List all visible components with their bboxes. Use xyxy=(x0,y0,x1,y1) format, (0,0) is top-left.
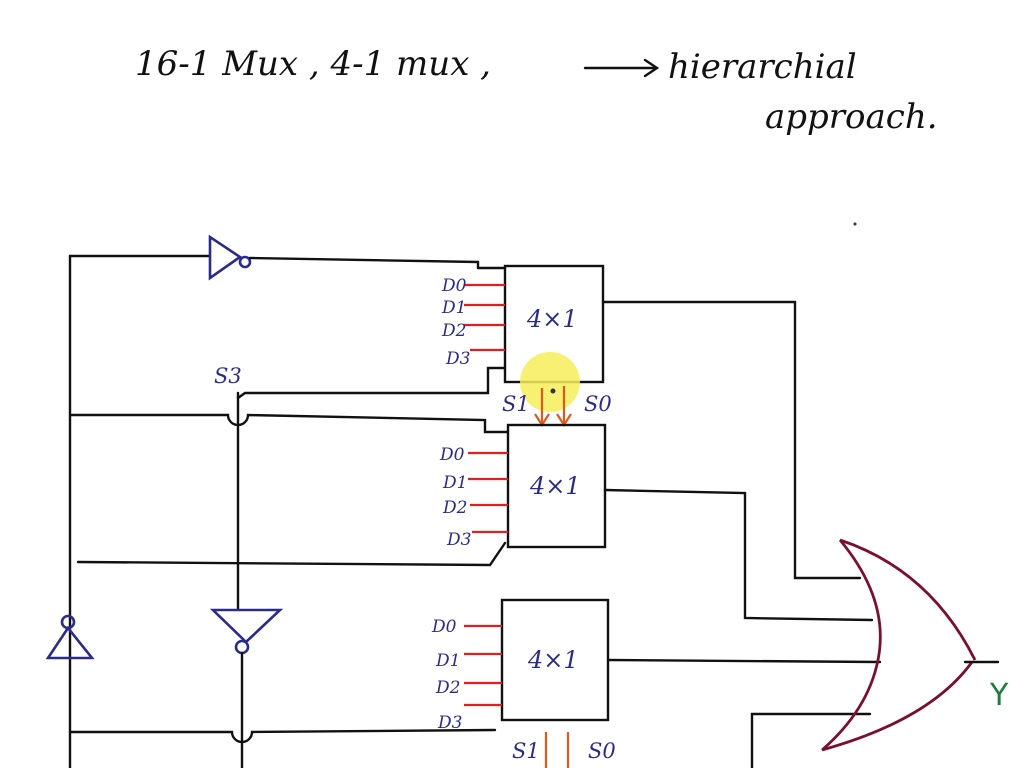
stray-mark xyxy=(853,222,857,226)
mux-3-label: 4×1 xyxy=(527,646,579,674)
not-gate-left-icon xyxy=(45,614,95,660)
top-wire-to-mux1 xyxy=(248,256,480,264)
heading-line2: approach. xyxy=(765,97,938,137)
mux-1-label: 4×1 xyxy=(526,305,578,333)
s0-label-bottom: S0 xyxy=(588,739,616,763)
mux-3-input-label: D3 xyxy=(437,713,462,733)
mux-4-output-wire xyxy=(750,712,872,768)
mux-3-output-wire xyxy=(606,658,882,664)
mid-wire-2 xyxy=(76,541,507,567)
mux-3-input-label: D2 xyxy=(435,678,460,698)
mux-2-input-label: D0 xyxy=(439,445,465,465)
mid-wire-1 xyxy=(68,413,510,434)
mux-1-input-label: D3 xyxy=(445,349,470,369)
mux-1-input-label: D2 xyxy=(441,321,466,341)
cursor-dot xyxy=(550,388,556,394)
mux-1-output-wire xyxy=(601,300,862,580)
bottom-wire xyxy=(68,728,497,744)
mux-3-input-label: D1 xyxy=(435,651,460,671)
mux-3-input-label: D0 xyxy=(431,617,457,637)
not-gate-top-icon xyxy=(208,234,252,281)
s0-label: S0 xyxy=(584,392,612,416)
not-gate-s3-icon xyxy=(209,608,284,655)
mux-2-input-label: D2 xyxy=(442,498,467,518)
or-gate-icon xyxy=(821,538,977,752)
mux-1-input-label: D1 xyxy=(441,298,466,318)
mux-1-input-label: D0 xyxy=(441,276,467,296)
mux-2-output-wire xyxy=(603,488,874,622)
mux-2-input-label: D1 xyxy=(442,473,467,493)
mux-3: 4×1 D0 D1 D2 D3 xyxy=(431,598,610,733)
mux-2-box xyxy=(506,423,607,549)
mux-2: 4×1 D0 D1 D2 D3 xyxy=(439,423,607,550)
s3-label: S3 xyxy=(214,364,242,388)
heading-line1: 16-1 Mux , 4-1 mux , xyxy=(135,44,491,84)
heading-line1-tail: hierarchial xyxy=(668,47,857,87)
s1-label: S1 xyxy=(502,392,530,416)
arrow-icon xyxy=(583,58,660,78)
mux-1: 4×1 D0 D1 D2 D3 xyxy=(441,264,605,384)
s1-label-bottom: S1 xyxy=(512,739,540,763)
mux-2-label: 4×1 xyxy=(529,472,581,500)
output-label: Y xyxy=(989,678,1009,713)
mux-2-input-label: D3 xyxy=(446,530,471,550)
